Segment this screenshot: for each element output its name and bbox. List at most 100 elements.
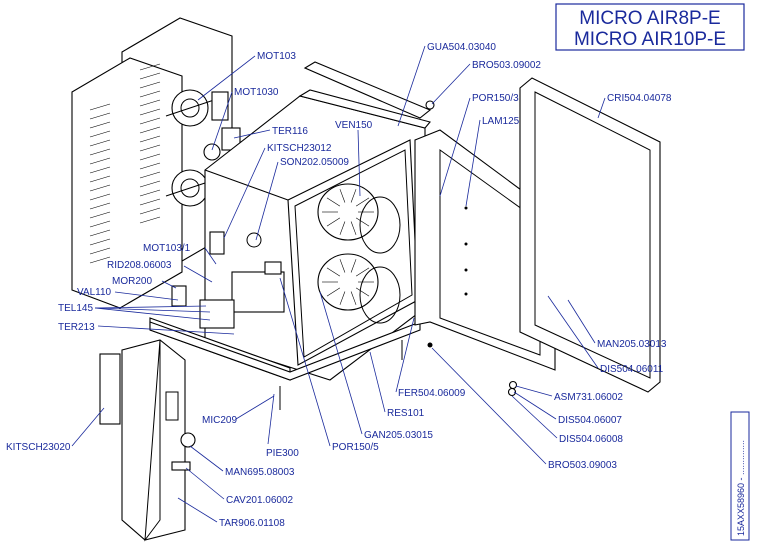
label-gua504-03040: GUA504.03040 <box>427 42 496 53</box>
vent-slot <box>139 144 161 152</box>
label-dis504-06008: DIS504.06008 <box>559 434 623 445</box>
vent-slot <box>89 121 111 129</box>
vent-slot <box>89 130 111 138</box>
vent-slot <box>89 247 111 255</box>
label-ven150: VEN150 <box>335 120 373 131</box>
vent-slot <box>89 157 111 165</box>
vent-slot <box>139 126 161 134</box>
vent-slot <box>89 184 111 192</box>
fan-blade <box>355 197 370 207</box>
label-mot103: MOT103 <box>257 51 296 62</box>
fan-blade <box>350 291 357 305</box>
vent-slot <box>139 162 161 170</box>
label-mic209: MIC209 <box>202 415 237 426</box>
label-por150-5: POR150/5 <box>332 442 379 453</box>
label-tar906-01108: TAR906.01108 <box>219 518 285 529</box>
label-dis504-06007: DIS504.06007 <box>558 415 622 426</box>
vent-slot <box>89 193 111 201</box>
vent-slot <box>139 99 161 107</box>
label-gan205-03015: GAN205.03015 <box>364 430 433 441</box>
reference-code: 15AXX58960 - .............. <box>736 440 746 536</box>
reference-code-box: 15AXX58960 - .............. <box>730 411 750 541</box>
vent-slot <box>89 229 111 237</box>
fan-blade <box>350 259 357 273</box>
fans <box>317 183 401 324</box>
oven-exploded-drawing <box>71 17 661 542</box>
leader-lines <box>71 45 606 523</box>
vent-slot <box>139 153 161 161</box>
label-cri504-04078: CRI504.04078 <box>607 93 672 104</box>
vent-slot <box>89 139 111 147</box>
vent-slot <box>89 256 111 264</box>
label-lam125: LAM125 <box>482 116 520 127</box>
label-man205-03013: MAN205.03013 <box>597 339 667 350</box>
label-dis504-06011: DIS504.06011 <box>600 364 664 375</box>
fan-blade <box>326 287 341 297</box>
vent-slot <box>139 81 161 89</box>
vent-slot <box>139 117 161 125</box>
label-por150-3: POR150/3 <box>472 93 519 104</box>
vent-slot <box>89 103 111 111</box>
part-labels: GUA504.03040 BRO503.09002 POR150/3 CRI50… <box>6 42 672 529</box>
reference-frame <box>730 411 750 541</box>
vent-slot <box>139 180 161 188</box>
vent-slot <box>89 148 111 156</box>
vent-slot <box>89 202 111 210</box>
fan-blade <box>355 267 370 277</box>
label-bro503-09003: BRO503.09003 <box>548 460 617 471</box>
vent-slot <box>139 198 161 206</box>
label-tel145: TEL145 <box>58 303 93 314</box>
label-bro503-09002: BRO503.09002 <box>472 60 541 71</box>
label-fer504-06009: FER504.06009 <box>398 388 466 399</box>
fan-blade <box>350 189 357 203</box>
label-mor200: MOR200 <box>112 276 152 287</box>
outer-left-panel <box>303 61 432 119</box>
vent-slot <box>139 189 161 197</box>
vent-slot <box>89 166 111 174</box>
vent-slot <box>89 175 111 183</box>
fan-blade <box>350 221 357 235</box>
vent-slot <box>89 211 111 219</box>
label-mot103-1: MOT103/1 <box>143 243 191 254</box>
vent-slot <box>89 220 111 228</box>
fan-blade <box>339 291 346 305</box>
label-ter116: TER116 <box>272 126 308 137</box>
back-panel <box>71 17 233 309</box>
title-line-1: MICRO AIR8P-E <box>579 8 720 29</box>
label-cav201-06002: CAV201.06002 <box>226 495 294 506</box>
vent-slot <box>89 238 111 246</box>
door-glass <box>519 77 661 393</box>
fan-blade <box>339 259 346 273</box>
label-kitsch23012: KITSCH23012 <box>267 143 332 154</box>
vent-slot <box>139 72 161 80</box>
vent-slot <box>139 135 161 143</box>
control-panel-column <box>99 339 196 542</box>
label-pie300: PIE300 <box>266 448 299 459</box>
label-rid208-06003: RID208.06003 <box>107 260 172 271</box>
label-ter213: TER213 <box>58 322 95 333</box>
label-asm731-06002: ASM731.06002 <box>554 392 623 403</box>
vent-slot <box>139 171 161 179</box>
vent-slot <box>139 108 161 116</box>
title-box: MICRO AIR8P-E MICRO AIR10P-E <box>555 3 745 51</box>
label-val110: VAL110 <box>77 287 112 298</box>
label-kitsch23020: KITSCH23020 <box>6 442 71 453</box>
title-line-2: MICRO AIR10P-E <box>574 29 726 50</box>
vent-slot <box>139 207 161 215</box>
fan-blade <box>355 287 370 297</box>
fan-blade <box>339 189 346 203</box>
title-frame <box>555 3 745 51</box>
label-res101: RES101 <box>387 408 425 419</box>
fan-blade <box>326 217 341 227</box>
fan-blade <box>326 197 341 207</box>
label-son202-05009: SON202.05009 <box>280 157 349 168</box>
fan-blade <box>339 221 346 235</box>
label-mot1030: MOT1030 <box>234 87 279 98</box>
fan-blade <box>326 267 341 277</box>
label-man695-08003: MAN695.08003 <box>225 467 295 478</box>
vent-slot <box>139 63 161 71</box>
vent-slot <box>139 216 161 224</box>
fan-blade <box>355 217 370 227</box>
vent-slot <box>89 112 111 120</box>
